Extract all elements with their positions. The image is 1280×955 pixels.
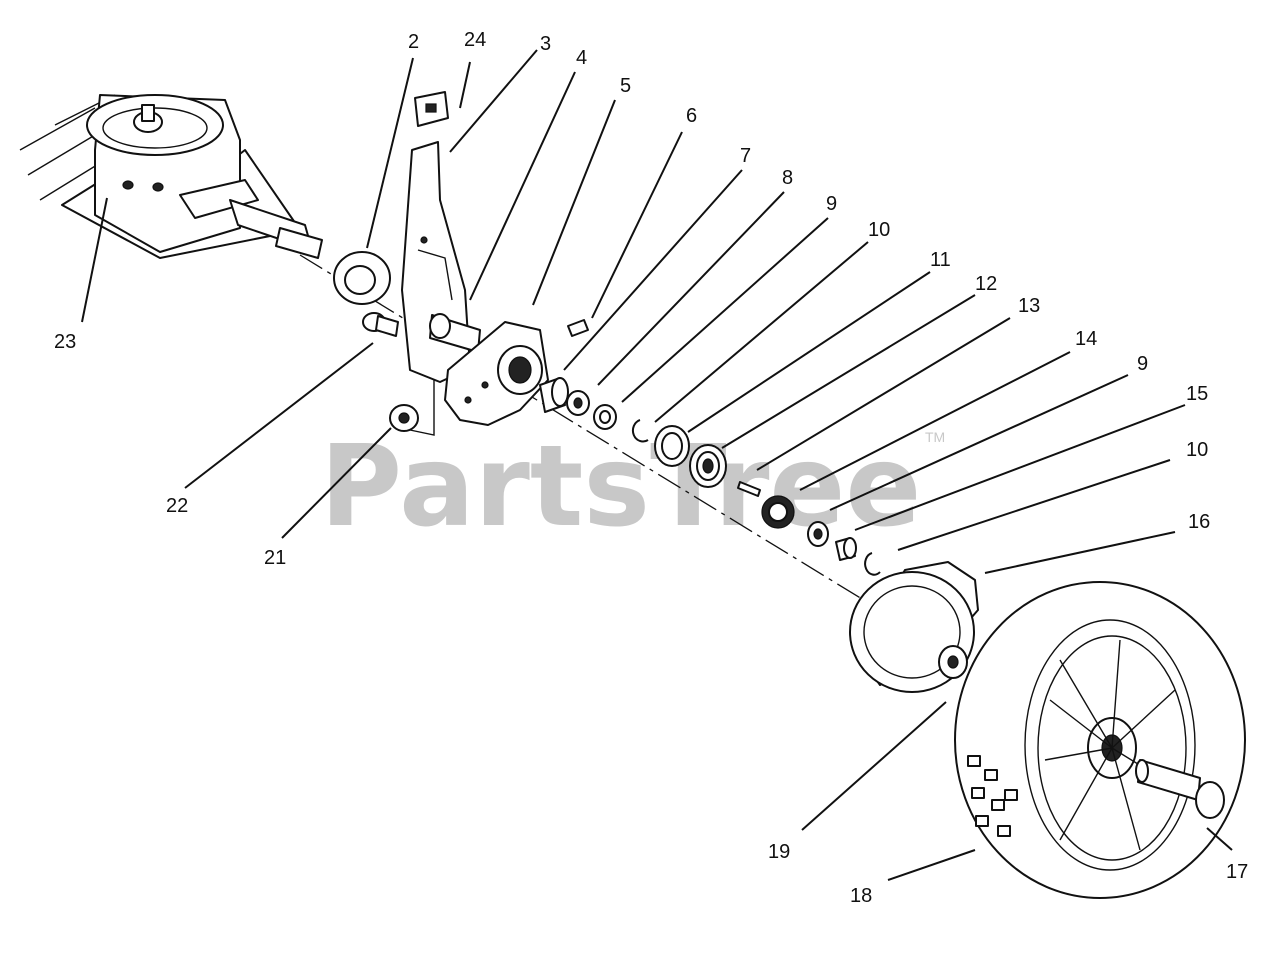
part-10-e-ring	[864, 552, 881, 576]
callout-4: 4	[576, 47, 587, 69]
callout-10-second: 10	[1186, 439, 1208, 461]
callout-8: 8	[782, 167, 793, 189]
callout-19: 19	[768, 841, 790, 863]
part-15-spacer	[835, 537, 857, 561]
callout-12: 12	[975, 273, 997, 295]
leader-lines	[81, 49, 1233, 881]
callout-9: 9	[826, 193, 837, 215]
part-18-wheel	[954, 581, 1246, 899]
callout-10: 10	[868, 219, 890, 241]
shaft-axis-line	[299, 254, 881, 611]
part-10-large-washer	[654, 425, 690, 467]
callout-15: 15	[1186, 383, 1208, 405]
watermark-text: PartsTree	[320, 422, 921, 552]
part-8-washer	[593, 404, 617, 430]
part-4-housing	[444, 321, 549, 426]
callout-16: 16	[1188, 511, 1210, 533]
part-24-clip	[414, 91, 449, 127]
callout-7: 7	[740, 145, 751, 167]
part-21-nut	[389, 404, 419, 432]
part-7-washer	[566, 390, 590, 416]
callout-9-second: 9	[1137, 353, 1148, 375]
part-2-washer	[333, 251, 391, 305]
callout-21: 21	[264, 547, 286, 569]
watermark-trademark: TM	[925, 429, 945, 445]
callout-22: 22	[166, 495, 188, 517]
callout-14: 14	[1075, 328, 1097, 350]
part-9-e-ring	[631, 419, 649, 443]
part-5-screw	[567, 319, 589, 337]
callout-17: 17	[1226, 861, 1248, 883]
callout-labels: 2 24 3 4 5 6 7 8 9 10 11 12 13 14 9 15 1…	[54, 29, 1248, 907]
callout-23: 23	[54, 331, 76, 353]
part-16-gear-cover	[849, 561, 979, 693]
part-23-transmission	[19, 94, 323, 259]
part-9-washer	[807, 521, 829, 547]
callout-2: 2	[408, 31, 419, 53]
callout-24: 24	[464, 29, 486, 51]
part-13-pinion-gear	[761, 495, 795, 529]
callout-3: 3	[540, 33, 551, 55]
part-22-bolt	[362, 312, 399, 337]
callout-5: 5	[620, 75, 631, 97]
part-6-bushing	[539, 377, 569, 413]
callout-11: 11	[930, 249, 951, 271]
part-4-axle-stub	[429, 313, 481, 353]
callout-13: 13	[1018, 295, 1040, 317]
part-17-axle-bolt	[1135, 759, 1225, 819]
callout-6: 6	[686, 105, 697, 127]
tread-blocks	[967, 755, 1018, 837]
part-11-bearing	[689, 444, 727, 488]
bolt-alignment-line	[409, 380, 435, 436]
part-12-key	[737, 481, 761, 497]
callout-18: 18	[850, 885, 872, 907]
